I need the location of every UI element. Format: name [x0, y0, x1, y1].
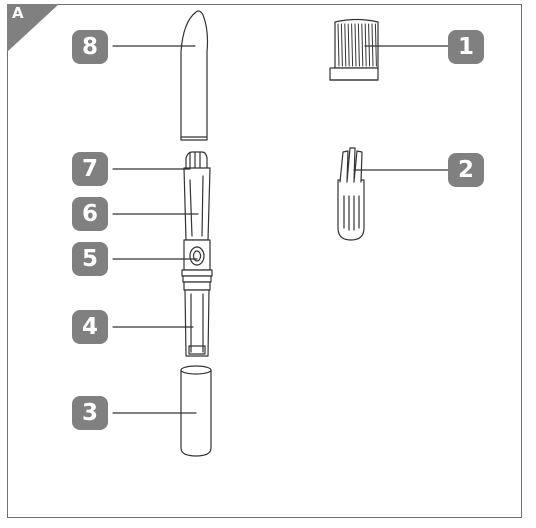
corner-tab: [7, 4, 59, 52]
callout-badge-7: 7: [72, 152, 108, 186]
callout-badge-4: 4: [72, 310, 108, 344]
comb-tooth: [337, 23, 340, 67]
comb-tooth: [374, 23, 377, 67]
comb-tooth: [340, 23, 343, 67]
comb-tooth: [344, 23, 347, 67]
figure-label: A: [12, 4, 24, 22]
figure-frame: [7, 4, 522, 518]
callout-badge-8: 8: [72, 30, 108, 64]
trimmer-head-part: [329, 18, 379, 81]
comb-tooth: [354, 23, 357, 67]
trimmer-body-part: [181, 151, 213, 357]
callout-badge-5: 5: [72, 242, 108, 276]
leader-lines: [112, 45, 449, 414]
trimmer-head-teeth: [337, 23, 377, 67]
callout-badge-3: 3: [72, 396, 108, 430]
battery-cover-part: [180, 365, 212, 457]
cleaning-brush-part: [337, 147, 365, 241]
comb-tooth: [361, 23, 364, 67]
comb-tooth: [364, 23, 367, 67]
comb-tooth: [357, 23, 360, 67]
comb-tooth: [371, 23, 374, 67]
comb-tooth: [368, 23, 371, 67]
callout-badge-2: 2: [448, 153, 484, 187]
comb-tooth: [351, 23, 354, 67]
callout-badge-6: 6: [72, 197, 108, 231]
callout-badge-1: 1: [448, 30, 484, 64]
cap-pointed-part: [180, 10, 209, 141]
comb-tooth: [347, 23, 350, 67]
